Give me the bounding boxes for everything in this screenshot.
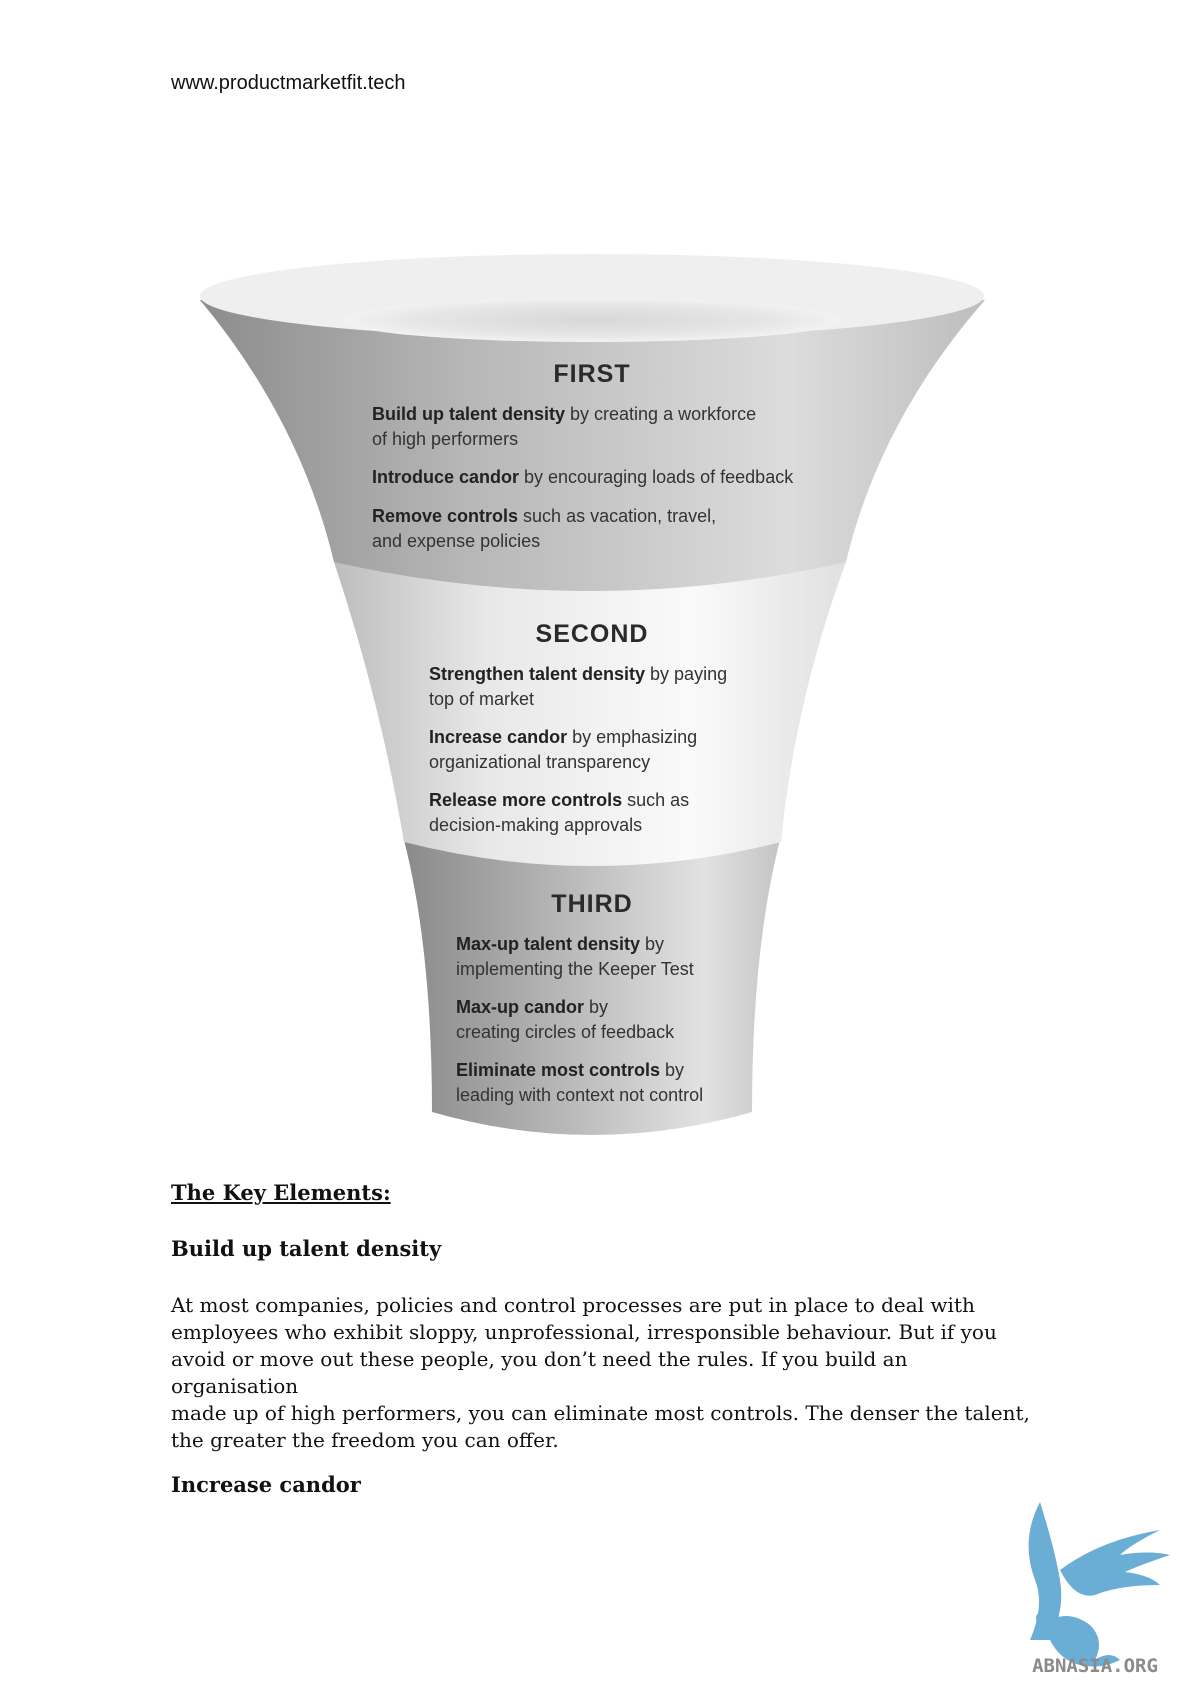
svg-text:and expense policies: and expense policies (372, 531, 540, 551)
paragraph-line: the greater the freedom you can offer. (171, 1428, 559, 1452)
funnel-stage-second (334, 562, 846, 866)
heading-increase-candor: Increase candor (171, 1472, 361, 1497)
stage-title-second: SECOND (536, 620, 649, 648)
paragraph-line: At most companies, policies and control … (171, 1293, 975, 1317)
svg-text:Max-up candor by: Max-up candor by (456, 997, 608, 1017)
logo-text: ABNASIA.ORG (1032, 1655, 1158, 1677)
svg-text:Remove controls such as vacati: Remove controls such as vacation, travel… (372, 506, 716, 526)
svg-text:of high performers: of high performers (372, 429, 518, 449)
paragraph-line: employees who exhibit sloppy, unprofessi… (171, 1320, 997, 1344)
heading-build-up-talent-density: Build up talent density (171, 1236, 442, 1261)
funnel-inner-rim (342, 298, 842, 342)
svg-text:decision-making approvals: decision-making approvals (429, 815, 642, 835)
svg-text:implementing the Keeper Test: implementing the Keeper Test (456, 959, 694, 979)
svg-text:leading with context not contr: leading with context not control (456, 1085, 703, 1105)
site-url: www.productmarketfit.tech (171, 72, 406, 94)
svg-text:top of market: top of market (429, 689, 534, 709)
svg-text:Max-up talent density by: Max-up talent density by (456, 934, 664, 954)
stage-title-first: FIRST (553, 360, 630, 388)
section-title: The Key Elements: (171, 1180, 391, 1205)
svg-text:Increase candor by emphasizing: Increase candor by emphasizing (429, 727, 697, 747)
svg-text:Build up talent density by cre: Build up talent density by creating a wo… (372, 404, 756, 424)
svg-text:organizational transparency: organizational transparency (429, 752, 650, 772)
funnel-stage-first (200, 300, 985, 591)
paragraph: At most companies, policies and control … (171, 1292, 1031, 1454)
funnel-stage-third (404, 840, 780, 1135)
svg-text:Release more controls such as: Release more controls such as (429, 790, 689, 810)
stage-title-third: THIRD (551, 890, 632, 918)
svg-text:creating circles of feedback: creating circles of feedback (456, 1022, 675, 1042)
svg-text:Eliminate most controls by: Eliminate most controls by (456, 1060, 684, 1080)
svg-text:Strengthen talent density by p: Strengthen talent density by paying (429, 664, 727, 684)
paragraph-line: avoid or move out these people, you don’… (171, 1347, 908, 1398)
griffin-logo-icon: ABNASIA.ORG (1028, 1502, 1170, 1677)
svg-text:Introduce candor by encouragin: Introduce candor by encouraging loads of… (372, 467, 794, 487)
paragraph-line: made up of high performers, you can elim… (171, 1401, 1030, 1425)
